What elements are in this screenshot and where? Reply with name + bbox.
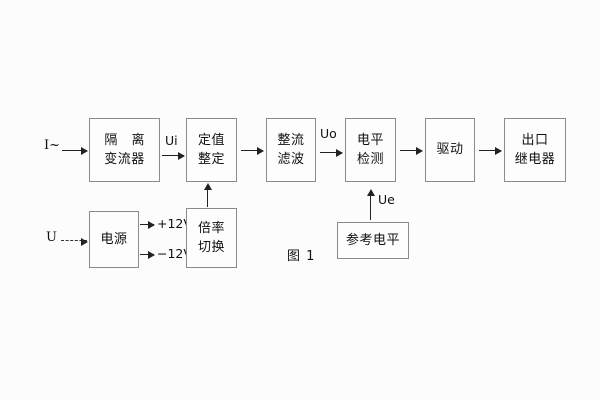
block-rectify-filter: 整流 滤波 xyxy=(266,118,316,182)
block-power-supply: 电源 xyxy=(89,211,139,268)
signal-label-ue: Ue xyxy=(378,192,395,207)
block-multiplier-switch-line2: 切换 xyxy=(197,240,225,255)
block-setting-line1: 定值 xyxy=(197,132,225,148)
block-drive-line1: 驱动 xyxy=(436,142,464,158)
block-level-detection: 电平 检测 xyxy=(345,118,396,182)
arrow-drive-to-output-relay xyxy=(479,146,502,155)
block-output-relay-line1: 出口 xyxy=(521,132,549,148)
signal-label-ui: Ui xyxy=(165,133,178,148)
block-reference-level: 参考电平 xyxy=(337,222,409,259)
block-output-relay: 出口 继电器 xyxy=(504,118,566,182)
block-isolation-line2: 变流器 xyxy=(104,152,145,167)
arrow-power-supply-pos12v xyxy=(140,220,155,229)
arrow-reference-to-level-detect xyxy=(366,189,375,220)
block-level-detect-line1: 电平 xyxy=(356,132,384,148)
block-reference-level-line1: 参考电平 xyxy=(345,232,400,248)
block-level-detect-line2: 检测 xyxy=(356,152,384,167)
current-input-label: I~ xyxy=(44,138,61,153)
block-power-supply-line1: 电源 xyxy=(100,231,128,247)
signal-label-neg-12v: −12V xyxy=(157,246,192,261)
block-isolation-transformer: 隔 离 变流器 xyxy=(89,118,160,182)
arrow-multiplier-to-setting xyxy=(203,183,212,207)
signal-label-uo: Uo xyxy=(320,126,337,141)
block-value-setting: 定值 整定 xyxy=(186,118,237,182)
block-multiplier-switch-line1: 倍率 xyxy=(197,220,225,236)
arrow-isolation-to-setting xyxy=(162,151,185,160)
block-rectify-line1: 整流 xyxy=(277,132,305,148)
arrow-level-detect-to-drive xyxy=(400,146,423,155)
block-isolation-line1: 隔 离 xyxy=(104,132,150,148)
arrow-voltage-to-power-supply xyxy=(61,237,88,246)
arrow-power-supply-neg12v xyxy=(140,250,155,259)
signal-label-pos-12v: +12V xyxy=(157,216,192,231)
block-drive: 驱动 xyxy=(425,118,475,182)
block-multiplier-switch: 倍率 切换 xyxy=(186,208,237,268)
figure-caption: 图 1 xyxy=(287,249,316,264)
block-setting-line2: 整定 xyxy=(197,152,225,167)
block-rectify-line2: 滤波 xyxy=(277,152,305,167)
arrow-rectify-to-level-detect xyxy=(320,148,343,157)
arrow-current-to-isolation xyxy=(62,146,88,155)
block-output-relay-line2: 继电器 xyxy=(514,152,556,167)
voltage-input-label: U xyxy=(46,230,57,245)
arrow-setting-to-rectify xyxy=(241,146,264,155)
